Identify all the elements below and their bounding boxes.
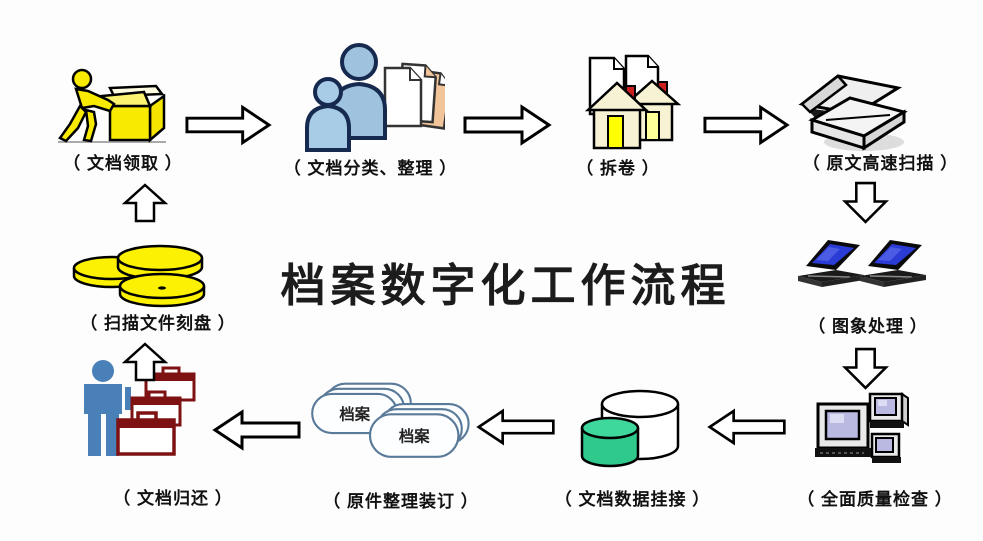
- station-classify: [295, 40, 445, 152]
- station-unbind-label: （ 拆卷 ）: [576, 159, 660, 178]
- arrow-up-icon: [122, 342, 168, 382]
- station-unbind: [568, 52, 688, 154]
- worker-box-icon: [58, 68, 166, 143]
- laptops-icon: [798, 240, 926, 287]
- archive-pill-text: 档案: [339, 405, 370, 423]
- station-disc-burn-label: （ 扫描文件刻盘 ）: [80, 314, 236, 333]
- station-scan-label: （ 原文高速扫描 ）: [802, 154, 959, 173]
- arrow-down-icon: [842, 347, 889, 390]
- station-image-processing-label: （ 图象处理 ）: [808, 317, 928, 336]
- station-pickup: [52, 66, 172, 148]
- arrow-down-icon: [842, 181, 889, 224]
- station-quality-label: （ 全面质量检查 ）: [797, 490, 953, 509]
- station-image-processing: [796, 236, 928, 298]
- laptop-icon: [860, 240, 926, 287]
- station-data-link: [576, 384, 681, 472]
- station-return: [72, 358, 207, 466]
- arrow-up-icon: [122, 183, 168, 223]
- arrow-left-icon: [707, 408, 786, 446]
- person-briefcases-icon: [84, 360, 196, 456]
- arrow-right-icon: [463, 104, 552, 146]
- arrow-left-icon: [212, 409, 301, 451]
- arrow-left-icon: [476, 408, 555, 446]
- people-documents-icon: [305, 43, 445, 152]
- station-disc-burn: [72, 236, 212, 308]
- archive-pill-text: 档案: [399, 428, 430, 446]
- station-quality: [812, 388, 912, 470]
- station-classify-label: （ 文档分类、整理 ）: [283, 159, 458, 178]
- station-data-link-label: （ 文档数据挂接 ）: [554, 490, 711, 509]
- database-icon: [580, 389, 680, 468]
- station-binding-label: （ 原件整理装订 ）: [323, 492, 479, 511]
- houses-documents-icon: [584, 54, 682, 150]
- station-binding: 档案 档案: [302, 382, 472, 467]
- station-return-label: （ 文档归还 ）: [113, 489, 233, 508]
- scanner-icon: [798, 74, 908, 151]
- station-pickup-label: （ 文档领取 ）: [63, 154, 183, 173]
- diagram-title: 档案数字化工作流程: [280, 261, 731, 311]
- arrow-right-icon: [703, 104, 790, 146]
- disc-icon: [116, 244, 204, 281]
- computers-icon: [815, 392, 909, 463]
- archive-folders-icon: 档案 档案: [311, 382, 470, 458]
- arrow-right-icon: [185, 104, 272, 146]
- laptop-icon: [798, 240, 864, 287]
- disc-icon: [118, 272, 206, 308]
- discs-icon: [72, 244, 206, 308]
- briefcase-icon: [116, 411, 176, 456]
- station-scan: [798, 68, 910, 156]
